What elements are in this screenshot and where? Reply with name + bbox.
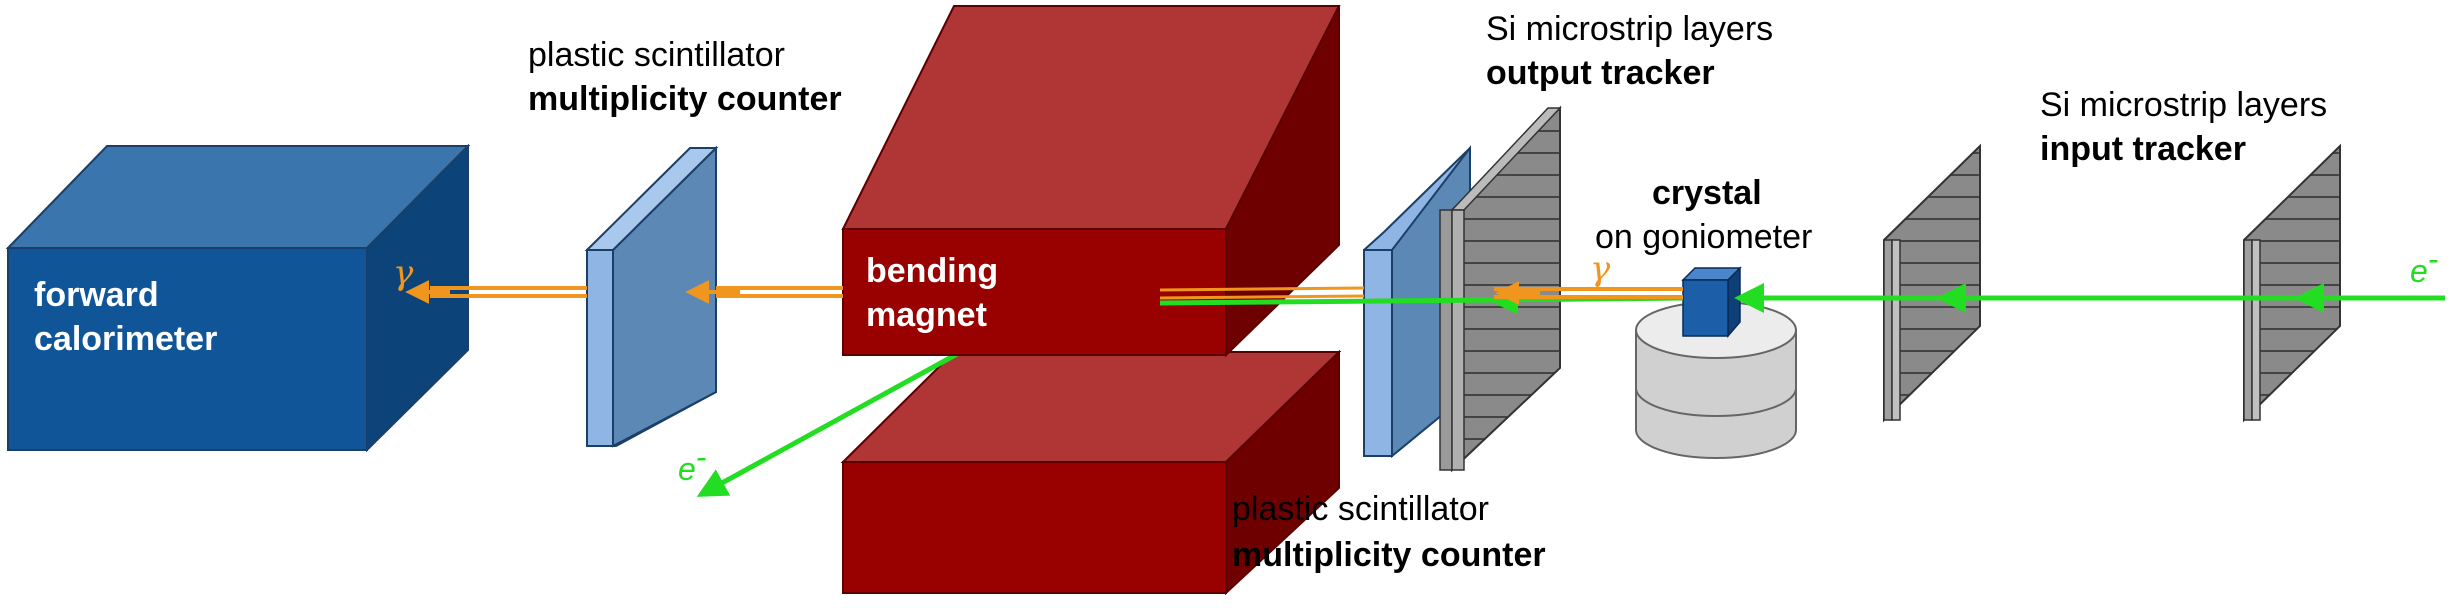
- scintillator-left: [584, 145, 719, 448]
- scintillator-top-label-line1: plastic scintillator: [528, 36, 785, 74]
- magnet-label-line1: bending: [866, 252, 998, 290]
- scintillator-bottom-label-line2: multiplicity counter: [1232, 536, 1546, 574]
- electron-symbol-incoming: e-: [2410, 241, 2438, 289]
- input-tracker-label-line1: Si microstrip layers: [2040, 86, 2327, 124]
- gamma-symbol-crystal: γ: [1590, 249, 1611, 289]
- input-tracker: [2243, 143, 2341, 423]
- scintillator-bottom-label-line1: plastic scintillator: [1232, 490, 1489, 528]
- photon-beam: [405, 280, 1683, 305]
- output-tracker-label-line2: output tracker: [1486, 54, 1715, 92]
- scintillator-top-label-line2: multiplicity counter: [528, 80, 842, 118]
- input-tracker-label-line2: input tracker: [2040, 130, 2246, 168]
- forward-calorimeter: forward calorimeter: [5, 143, 471, 453]
- calorimeter-label-line2: calorimeter: [34, 320, 217, 358]
- bending-magnet-upper: bending magnet: [841, 5, 1341, 358]
- gamma-symbol-left: γ: [393, 253, 414, 293]
- output-tracker-label-line1: Si microstrip layers: [1486, 10, 1773, 48]
- tracker-plane-middle: [1883, 143, 1981, 423]
- magnet-label-line2: magnet: [866, 296, 987, 334]
- crystal-label-line2: on goniometer: [1595, 218, 1812, 256]
- crystal: [1681, 266, 1742, 339]
- electron-symbol-deflected: e-: [678, 439, 706, 487]
- calorimeter-label-line1: forward: [34, 276, 159, 314]
- bending-magnet-lower: [840, 349, 1342, 596]
- crystal-label-line1: crystal: [1652, 174, 1762, 212]
